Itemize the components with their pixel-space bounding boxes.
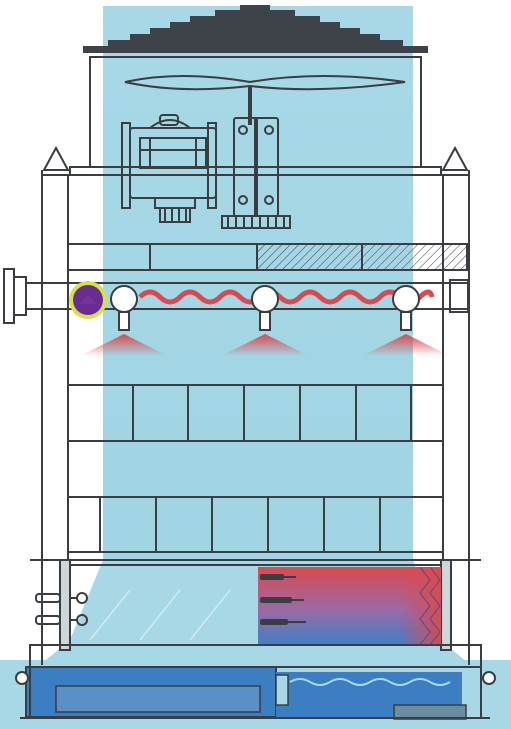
motor-gearbox-icon <box>121 114 291 229</box>
drift-eliminator-icon <box>67 243 469 271</box>
heat-exchange-section <box>258 566 441 646</box>
heater-coil-icon <box>260 597 304 603</box>
lower-shell <box>30 559 481 665</box>
heater-coil-icon <box>260 619 306 625</box>
water-basin-icon <box>15 644 496 720</box>
spray-nozzle-icon <box>80 285 168 356</box>
spray-nozzle-icon <box>221 285 309 356</box>
roof-cap <box>83 5 428 53</box>
spray-nozzle-icon <box>362 285 450 356</box>
louver-lines <box>89 589 231 641</box>
spray-nozzles <box>80 285 450 356</box>
heater-coil-icon <box>260 574 296 580</box>
fill-grid-icon <box>68 384 443 553</box>
hot-water-wave <box>138 289 435 305</box>
valve-icon[interactable] <box>69 281 107 319</box>
